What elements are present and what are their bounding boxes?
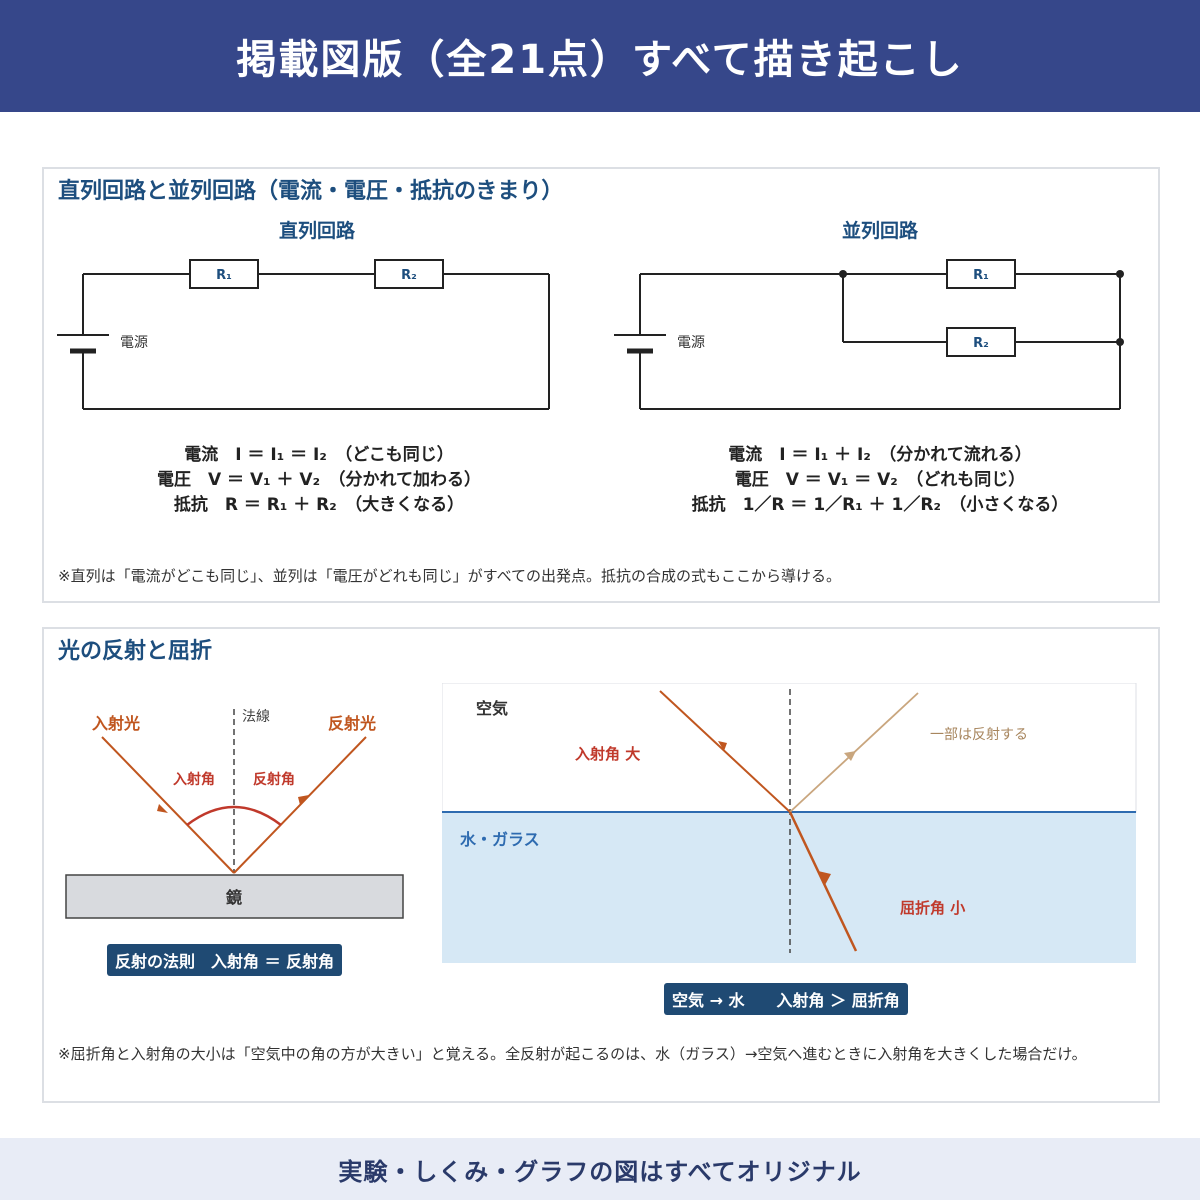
angle-arc [186, 805, 282, 826]
mirror [65, 874, 404, 919]
normal-label: 法線 [242, 709, 270, 725]
parallel-r2-label: R₂ [973, 336, 989, 351]
incident-angle-label: 入射角 [173, 771, 215, 788]
series-wires [82, 273, 550, 410]
page-footer: 実験・しくみ・グラフの図はすべてオリジナル [0, 1138, 1200, 1200]
parallel-resistor-r2 [946, 327, 1016, 357]
parallel-resistor-r1 [946, 259, 1016, 289]
refraction-diagram: 空気 入射角 大 一部は反射する 水・ガラス 屈折角 小 [442, 683, 1137, 963]
light-title: 光の反射と屈折 [58, 639, 213, 664]
circuits-panel: 直列回路と並列回路（電流・電圧・抵抗のきまり） 直列回路 R₁ R₂ 電源 並列… [42, 167, 1160, 603]
refraction-small-label: 屈折角 小 [900, 899, 965, 917]
refraction-incident-arrow [718, 741, 727, 751]
reflected-arrow-head [298, 795, 309, 805]
series-resistor-r1 [189, 259, 259, 289]
series-formula-resistance: 抵抗 R ＝ R₁ ＋ R₂ （大きくなる） [173, 495, 465, 515]
reflected-ray-label: 反射光 [328, 714, 376, 733]
mirror-label: 鏡 [226, 888, 242, 907]
reflection-angle-label: 反射角 [253, 771, 295, 788]
light-note: ※屈折角と入射角の大小は「空気中の角の方が大きい」と覚える。全反射が起こるのは、… [58, 1045, 1087, 1063]
circuits-title: 直列回路と並列回路（電流・電圧・抵抗のきまり） [58, 179, 564, 204]
circuits-note: ※直列は「電流がどこも同じ」、並列は「電圧がどれも同じ」がすべての出発点。抵抗の… [58, 567, 841, 585]
page-header: 掲載図版（全21点）すべて描き起こし [0, 0, 1200, 112]
reflection-law-badge: 反射の法則 入射角 ＝ 反射角 [107, 944, 343, 976]
water-region [442, 812, 1136, 963]
air-label: 空気 [476, 699, 508, 718]
incident-ray [101, 736, 235, 874]
parallel-junction-right-top [1116, 270, 1124, 278]
parallel-formula-voltage: 電圧 V ＝ V₁ ＝ V₂ （どれも同じ） [734, 470, 1026, 490]
incident-large-label: 入射角 大 [575, 745, 640, 763]
footer-text: 実験・しくみ・グラフの図はすべてオリジナル [338, 1157, 862, 1186]
series-formula-voltage: 電圧 V ＝ V₁ ＋ V₂ （分かれて加わる） [156, 470, 482, 490]
parallel-r1-label: R₁ [973, 268, 989, 283]
partial-reflection-arrow [844, 751, 856, 761]
refracted-arrow [818, 871, 831, 885]
refracted-ray [788, 811, 858, 952]
reflection-diagram: 法線 入射光 反射光 入射角 反射角 鏡 [65, 709, 404, 919]
parallel-junction-right-bottom [1116, 338, 1124, 346]
parallel-formula-current: 電流 I ＝ I₁ ＋ I₂ （分かれて流れる） [728, 445, 1032, 465]
refraction-incident-ray [659, 690, 791, 813]
incident-arrow-head [157, 804, 168, 813]
parallel-wires [639, 273, 1121, 410]
series-resistor-r2 [374, 259, 444, 289]
series-r1-label: R₁ [216, 268, 232, 283]
series-formulas: 電流 I ＝ I₁ ＝ I₂ （どこも同じ） 電圧 V ＝ V₁ ＋ V₂ （分… [104, 443, 534, 518]
series-title: 直列回路 [279, 219, 356, 242]
air-region [442, 683, 1137, 813]
series-source-label: 電源 [120, 335, 148, 351]
parallel-formulas: 電流 I ＝ I₁ ＋ I₂ （分かれて流れる） 電圧 V ＝ V₁ ＝ V₂ … [640, 443, 1120, 518]
refraction-rule-badge: 空気 → 水 入射角 ＞ 屈折角 [664, 983, 908, 1015]
parallel-title: 並列回路 [842, 219, 919, 242]
series-r2-label: R₂ [401, 268, 417, 283]
partial-reflection-label: 一部は反射する [930, 727, 1028, 743]
water-glass-label: 水・ガラス [460, 830, 540, 849]
incident-ray-label: 入射光 [92, 714, 140, 733]
parallel-source-label: 電源 [677, 335, 705, 351]
parallel-formula-resistance: 抵抗 1／R ＝ 1／R₁ ＋ 1／R₂ （小さくなる） [691, 495, 1069, 515]
header-title: 掲載図版（全21点）すべて描き起こし [236, 37, 964, 83]
parallel-junction-left [839, 270, 847, 278]
series-formula-current: 電流 I ＝ I₁ ＝ I₂ （どこも同じ） [184, 445, 454, 465]
circuit-diagrams: 直列回路 R₁ R₂ 電源 並列回路 [57, 219, 1124, 410]
light-panel: 光の反射と屈折 法線 入射光 反射光 入射角 反射角 鏡 反射の法則 入射角 ＝… [42, 627, 1160, 1103]
